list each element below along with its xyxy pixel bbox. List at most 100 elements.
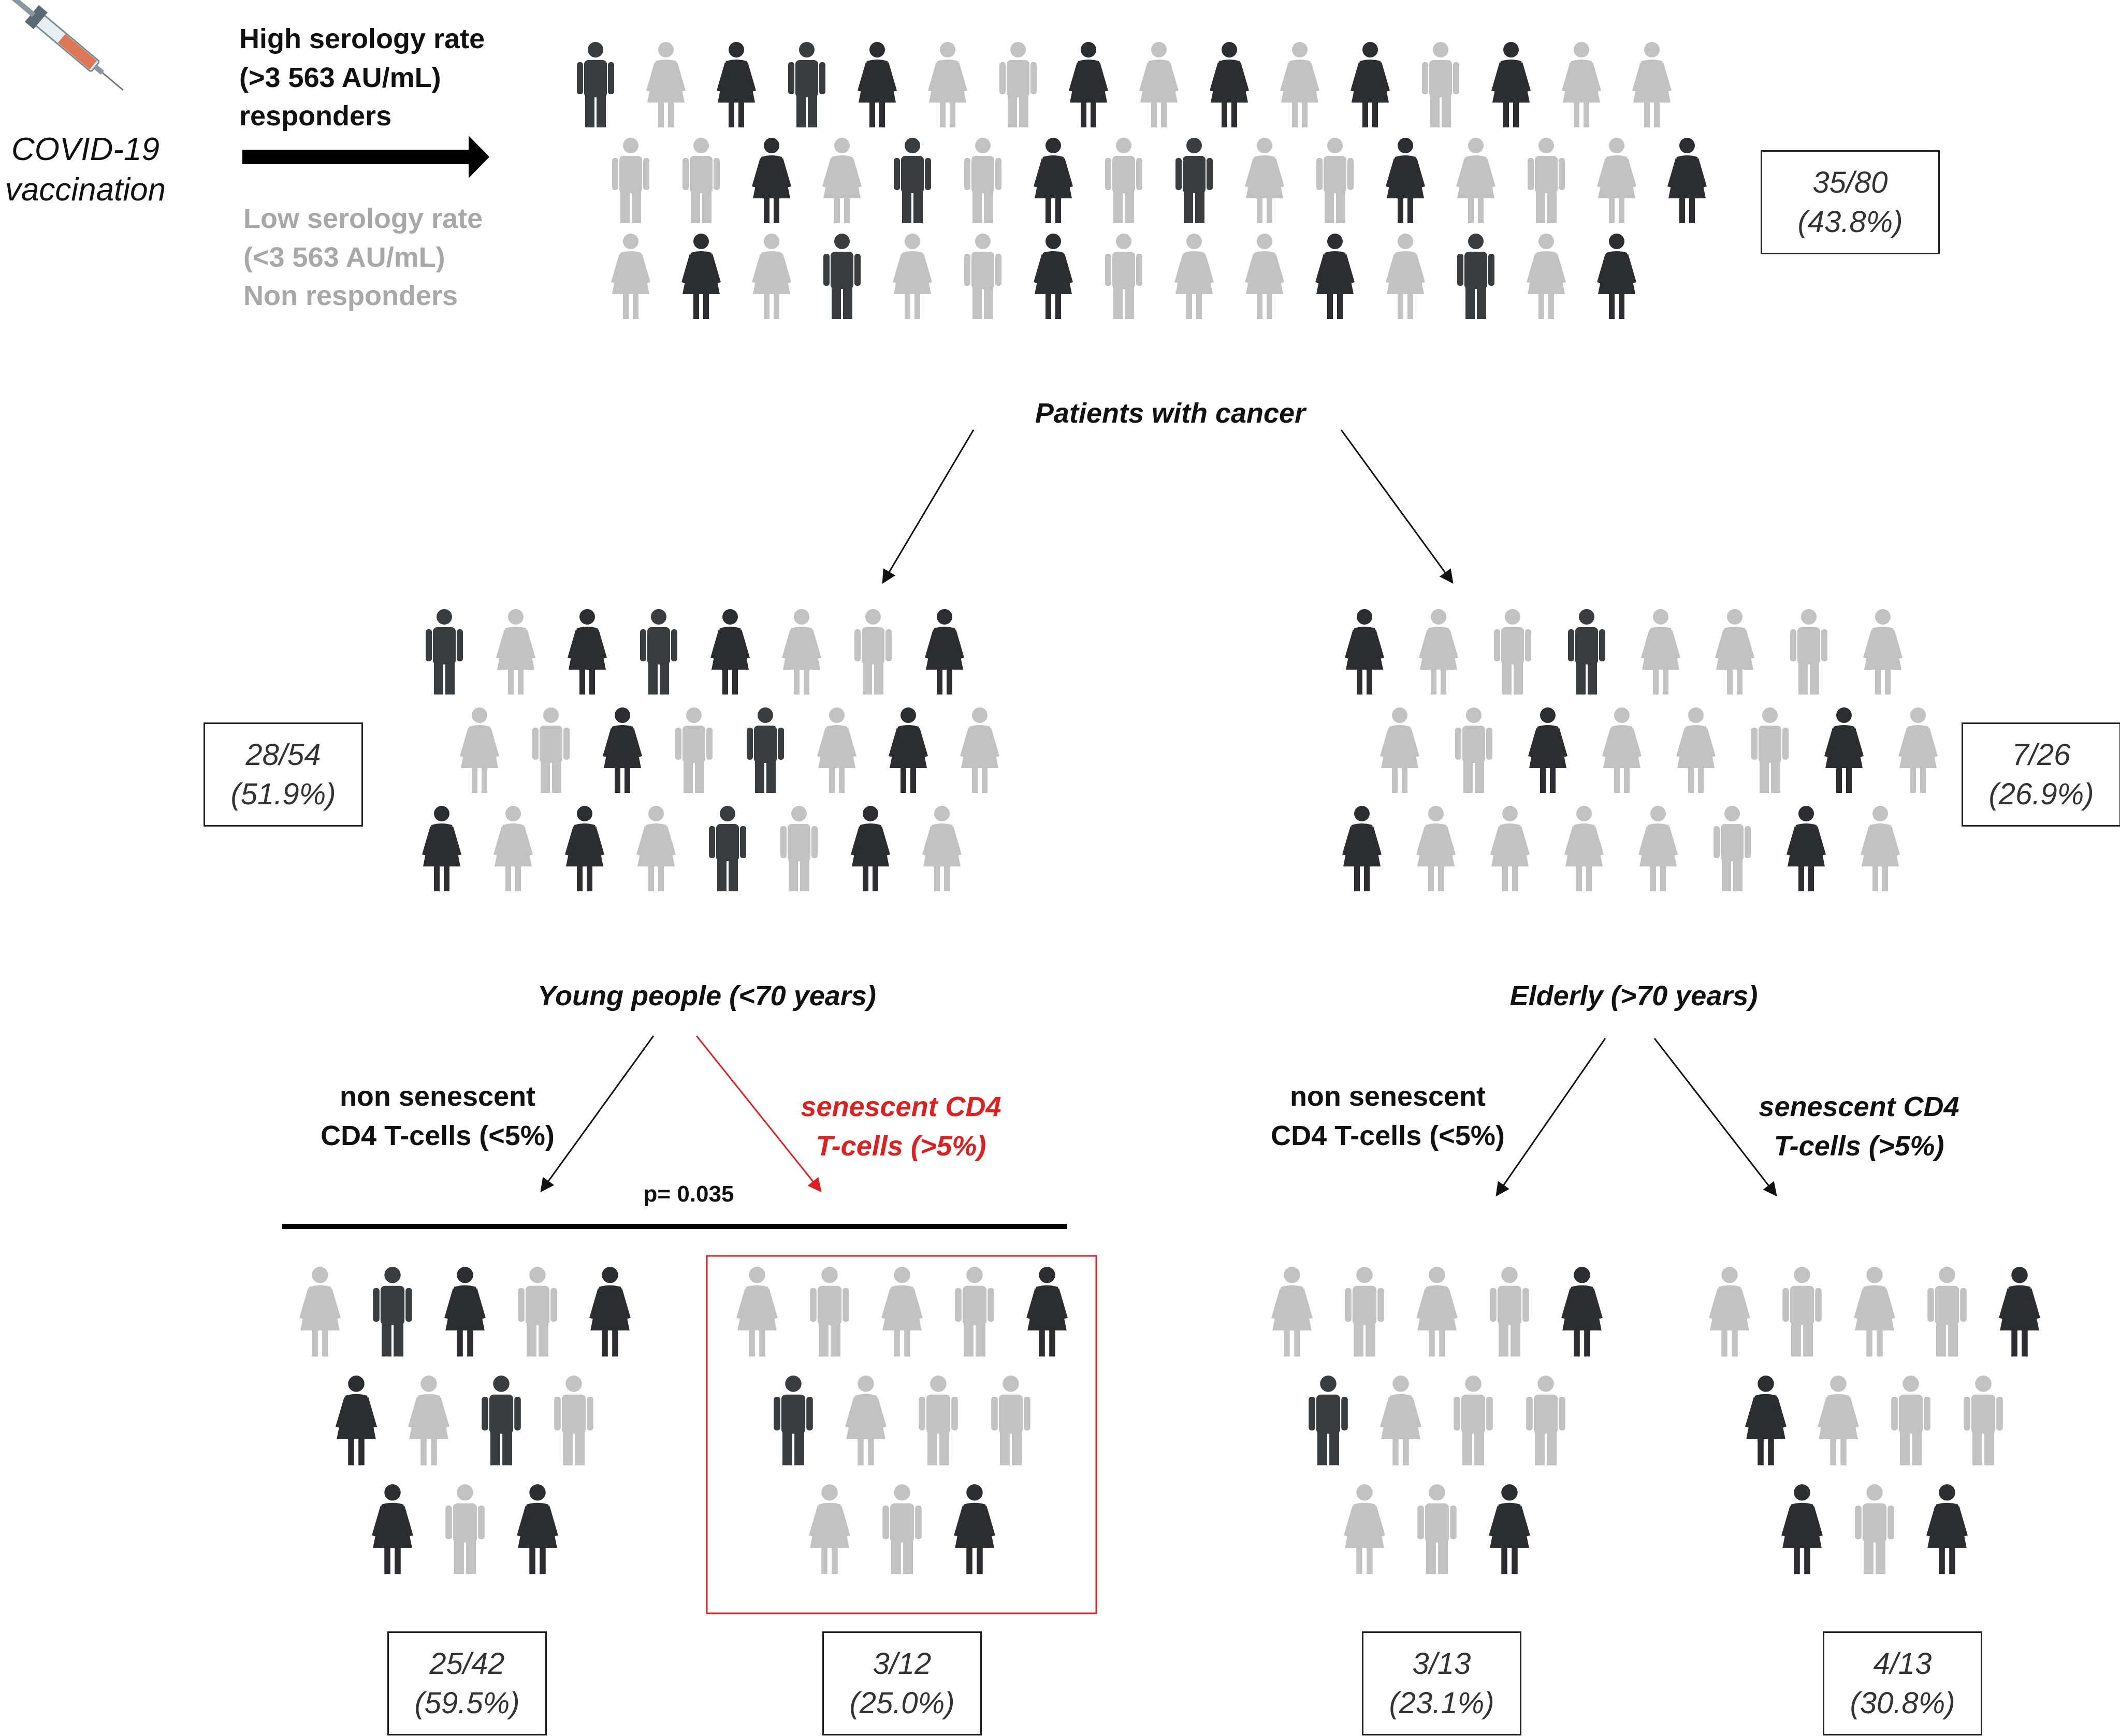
male-non-responder-icon <box>991 1376 1030 1466</box>
male-non-responder-icon <box>1964 1376 2003 1466</box>
syringe-icon <box>10 0 124 91</box>
female-responder-icon <box>1034 234 1073 319</box>
ratio-box-elderly-non-senescent: 3/13 (23.1%) <box>1362 1631 1521 1735</box>
elderly-senescent-label: senescent CD4 T-cells (>5%) <box>1759 1091 1959 1162</box>
male-responder-icon <box>1175 138 1213 223</box>
male-non-responder-icon <box>1490 1267 1529 1357</box>
high-serology-label: High serology rate (>3 563 AU/mL) respon… <box>239 23 485 132</box>
female-non-responder-icon <box>1638 806 1678 891</box>
arrow-young-sen <box>695 1035 822 1193</box>
female-non-responder-icon <box>1416 1267 1458 1357</box>
male-non-responder-icon <box>1782 1267 1822 1357</box>
male-non-responder-icon <box>964 138 1001 223</box>
female-non-responder-icon <box>1245 234 1284 319</box>
male-non-responder-icon <box>810 1267 849 1357</box>
female-non-responder-icon <box>817 707 856 793</box>
female-responder-icon <box>1561 1267 1603 1357</box>
female-responder-icon <box>925 609 964 695</box>
female-responder-icon <box>1491 42 1531 127</box>
male-non-responder-icon <box>1417 1484 1457 1574</box>
young-non-senescent-label: non senescent CD4 T-cells (<5%) <box>321 1081 555 1151</box>
male-responder-icon <box>894 138 931 223</box>
female-non-responder-icon <box>1709 1267 1750 1357</box>
figure-group-young <box>422 609 999 891</box>
male-responder-icon <box>426 609 463 695</box>
female-non-responder-icon <box>1602 707 1642 793</box>
male-non-responder-icon <box>532 707 570 793</box>
female-non-responder-icon <box>1597 138 1636 223</box>
female-non-responder-icon <box>1139 42 1179 127</box>
female-responder-icon <box>444 1267 486 1357</box>
female-responder-icon <box>1345 609 1384 695</box>
male-responder-icon <box>823 234 861 319</box>
female-responder-icon <box>858 42 897 127</box>
male-non-responder-icon <box>964 234 1001 319</box>
female-non-responder-icon <box>1456 138 1495 223</box>
male-non-responder-icon <box>1751 707 1789 793</box>
female-responder-icon <box>1210 42 1249 127</box>
ratio-box-elderly: 7/26 (26.9%) <box>1962 722 2120 827</box>
elderly-label: Elderly (>70 years) <box>1509 980 1758 1011</box>
female-non-responder-icon <box>1490 806 1530 891</box>
female-non-responder-icon <box>493 806 533 891</box>
young-label: Young people (<70 years) <box>538 980 876 1011</box>
senescent-highlight-box <box>706 1255 1097 1614</box>
male-non-responder-icon <box>1345 1267 1384 1357</box>
figure-groups <box>299 42 2040 1574</box>
male-responder-icon <box>373 1267 412 1357</box>
female-non-responder-icon <box>736 1267 778 1357</box>
female-non-responder-icon <box>1818 1376 1859 1466</box>
male-non-responder-icon <box>1105 138 1142 223</box>
male-non-responder-icon <box>1790 609 1827 695</box>
figure-group-elderly <box>1342 609 1938 891</box>
pvalue-label: p= 0.035 <box>643 1181 734 1207</box>
female-non-responder-icon <box>1632 42 1672 127</box>
female-non-responder-icon <box>893 234 932 319</box>
male-responder-icon <box>482 1376 521 1466</box>
male-non-responder-icon <box>1455 707 1492 793</box>
male-non-responder-icon <box>675 707 713 793</box>
female-non-responder-icon <box>1280 42 1319 127</box>
male-non-responder-icon <box>999 42 1037 127</box>
female-non-responder-icon <box>960 707 999 793</box>
female-non-responder-icon <box>822 138 862 223</box>
female-non-responder-icon <box>1416 806 1456 891</box>
female-responder-icon <box>1926 1484 1968 1574</box>
female-responder-icon <box>889 707 928 793</box>
female-non-responder-icon <box>299 1267 341 1357</box>
female-responder-icon <box>603 707 642 793</box>
male-non-responder-icon <box>518 1267 557 1357</box>
female-non-responder-icon <box>1861 806 1900 891</box>
female-non-responder-icon <box>809 1484 850 1574</box>
female-responder-icon <box>1745 1376 1787 1466</box>
arrow-elderly-sen <box>1653 1038 1777 1197</box>
ratio-box-young: 28/54 (51.9%) <box>204 722 363 827</box>
female-responder-icon <box>1597 234 1636 319</box>
male-non-responder-icon <box>1494 609 1531 695</box>
vaccination-label: COVID-19 vaccination <box>5 132 166 208</box>
ratio-box-elderly-senescent: 4/13 (30.8%) <box>1823 1631 1982 1735</box>
female-responder-icon <box>1026 1267 1068 1357</box>
female-non-responder-icon <box>1564 806 1604 891</box>
male-responder-icon <box>640 609 677 695</box>
female-non-responder-icon <box>752 234 791 319</box>
ratio-box-young-senescent: 3/12 (25.0%) <box>822 1631 982 1735</box>
arrow-elderly-non <box>1495 1038 1606 1197</box>
female-non-responder-icon <box>1641 609 1680 695</box>
female-responder-icon <box>568 609 607 695</box>
responder-arrow <box>242 136 489 178</box>
male-non-responder-icon <box>1855 1484 1894 1574</box>
female-non-responder-icon <box>1174 234 1214 319</box>
female-responder-icon <box>1069 42 1108 127</box>
male-non-responder-icon <box>854 609 892 695</box>
male-responder-icon <box>1457 234 1494 319</box>
male-non-responder-icon <box>1714 806 1751 891</box>
male-responder-icon <box>577 42 614 127</box>
female-non-responder-icon <box>408 1376 449 1466</box>
female-responder-icon <box>752 138 791 223</box>
figure-group-elderly-non <box>1271 1267 1603 1574</box>
male-responder-icon <box>1309 1376 1348 1466</box>
female-responder-icon <box>1999 1267 2040 1357</box>
male-responder-icon <box>747 707 784 793</box>
male-non-responder-icon <box>683 138 720 223</box>
